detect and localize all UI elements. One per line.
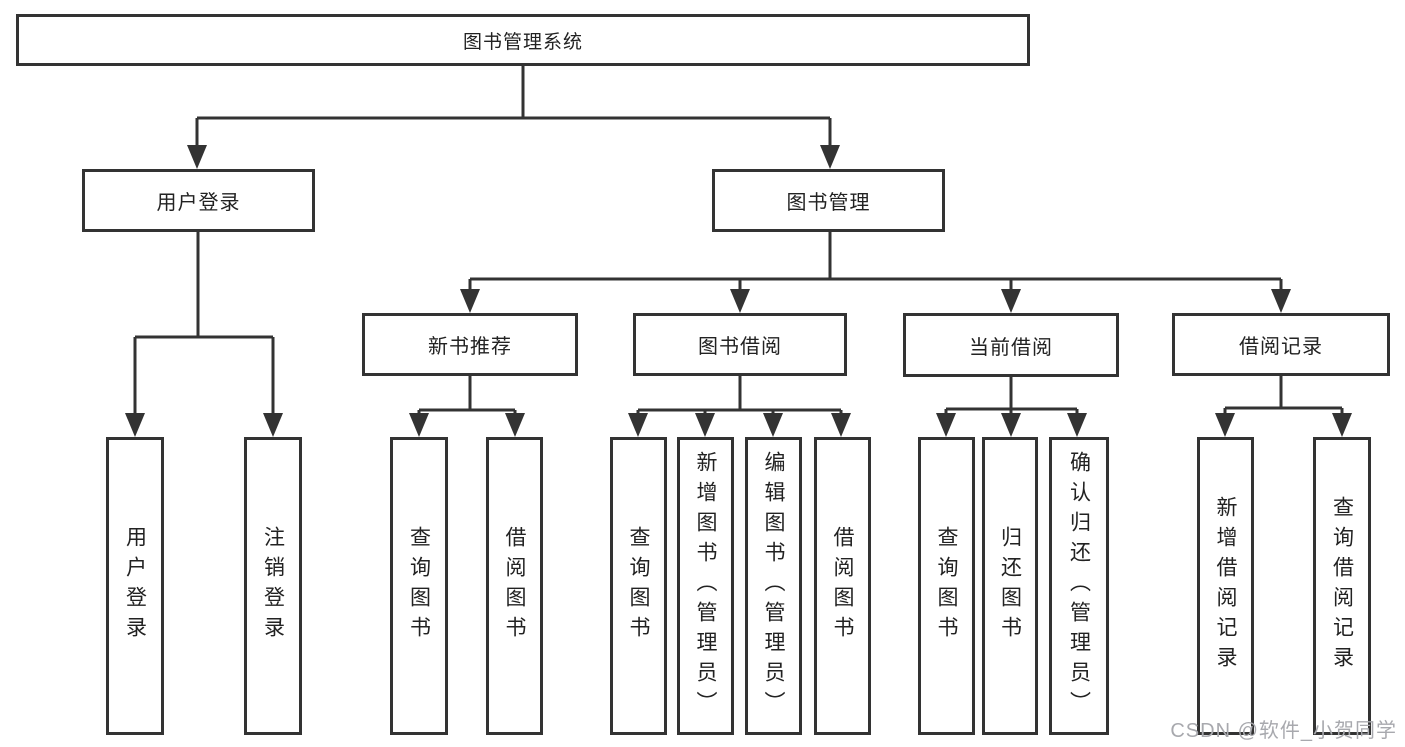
node-label: 归还图书: [998, 526, 1022, 646]
node-label: 查询图书: [627, 526, 650, 646]
node-label: 借阅图书: [503, 526, 526, 646]
leaf-borrow-books-recommend: 借阅图书: [486, 437, 543, 735]
node-book-management: 图书管理: [712, 169, 945, 232]
leaf-edit-books-admin: 编辑图书（管理员）: [745, 437, 802, 735]
leaf-add-books-admin: 新增图书（管理员）: [677, 437, 734, 735]
node-borrow-records: 借阅记录: [1172, 313, 1390, 376]
leaf-query-borrow-record: 查询借阅记录: [1313, 437, 1371, 735]
node-label: 新书推荐: [428, 336, 512, 358]
node-label: 注销登录: [261, 526, 285, 646]
node-label: 确认归还（管理员）: [1067, 451, 1091, 721]
node-label: 图书管理: [786, 192, 871, 214]
node-label: 新增图书（管理员）: [694, 451, 717, 721]
node-label: 用户登录: [156, 192, 241, 214]
leaf-return-books: 归还图书: [982, 437, 1038, 735]
node-new-book-recommend: 新书推荐: [362, 313, 578, 376]
leaf-user-login: 用户登录: [106, 437, 164, 735]
node-label: 图书借阅: [698, 336, 782, 358]
node-root-library-system: 图书管理系统: [16, 14, 1030, 66]
node-user-login: 用户登录: [82, 169, 315, 232]
leaf-add-borrow-record: 新增借阅记录: [1197, 437, 1254, 735]
node-current-borrow: 当前借阅: [903, 313, 1119, 377]
node-label: 新增借阅记录: [1214, 496, 1237, 676]
leaf-logout: 注销登录: [244, 437, 302, 735]
node-label: 查询借阅记录: [1330, 496, 1354, 676]
node-book-borrow: 图书借阅: [633, 313, 847, 376]
leaf-borrow-books: 借阅图书: [814, 437, 871, 735]
leaf-confirm-return-admin: 确认归还（管理员）: [1049, 437, 1109, 735]
node-label: 借阅记录: [1239, 336, 1323, 358]
node-label: 用户登录: [123, 526, 147, 646]
leaf-query-books-borrow: 查询图书: [610, 437, 667, 735]
node-label: 编辑图书（管理员）: [762, 451, 785, 721]
node-label: 图书管理系统: [462, 31, 583, 53]
leaf-query-books-recommend: 查询图书: [390, 437, 448, 735]
node-label: 查询图书: [935, 526, 958, 646]
leaf-query-books-current: 查询图书: [918, 437, 975, 735]
node-label: 借阅图书: [831, 526, 854, 646]
node-label: 当前借阅: [969, 336, 1053, 359]
node-label: 查询图书: [407, 526, 431, 646]
